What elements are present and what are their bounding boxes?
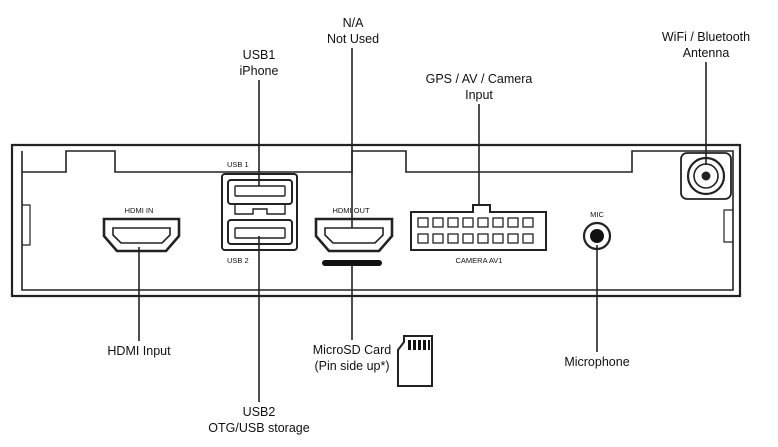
wifi-callout-title: WiFi / Bluetooth <box>662 30 750 44</box>
hdmi-input-callout: HDMI Input <box>107 344 171 358</box>
gps-callout-sub: Input <box>465 88 493 102</box>
hdmi-in-label: HDMI IN <box>125 206 154 215</box>
usb2-callout-title: USB2 <box>243 405 276 419</box>
usb2-label: USB 2 <box>227 256 249 265</box>
microsd-callout-sub: (Pin side up*) <box>314 359 389 373</box>
usb1-callout-title: USB1 <box>243 48 276 62</box>
chassis <box>10 143 742 298</box>
callout-texts: N/A Not Used USB1 iPhone GPS / AV / Came… <box>107 16 750 435</box>
usb1-label: USB 1 <box>227 160 249 169</box>
usb1-callout-sub: iPhone <box>240 64 279 78</box>
usb-port-block <box>221 173 298 251</box>
microsd-callout-title: MicroSD Card <box>313 343 392 357</box>
wifi-callout-sub: Antenna <box>683 46 730 60</box>
hdmi-out-port <box>314 217 394 253</box>
na-callout-sub: Not Used <box>327 32 379 46</box>
usb2-callout-sub: OTG/USB storage <box>208 421 309 435</box>
microsd-slot <box>322 260 382 266</box>
hdmi-in-port <box>102 217 181 253</box>
camera-av1-connector <box>410 204 547 251</box>
camera-av1-label: CAMERA AV1 <box>456 256 503 265</box>
microphone-callout: Microphone <box>564 355 629 369</box>
leader-lines <box>138 48 707 402</box>
na-callout-title: N/A <box>343 16 365 30</box>
mic-label: MIC <box>590 210 604 219</box>
gps-callout-title: GPS / AV / Camera <box>426 72 533 86</box>
sd-card-icon <box>397 335 433 387</box>
